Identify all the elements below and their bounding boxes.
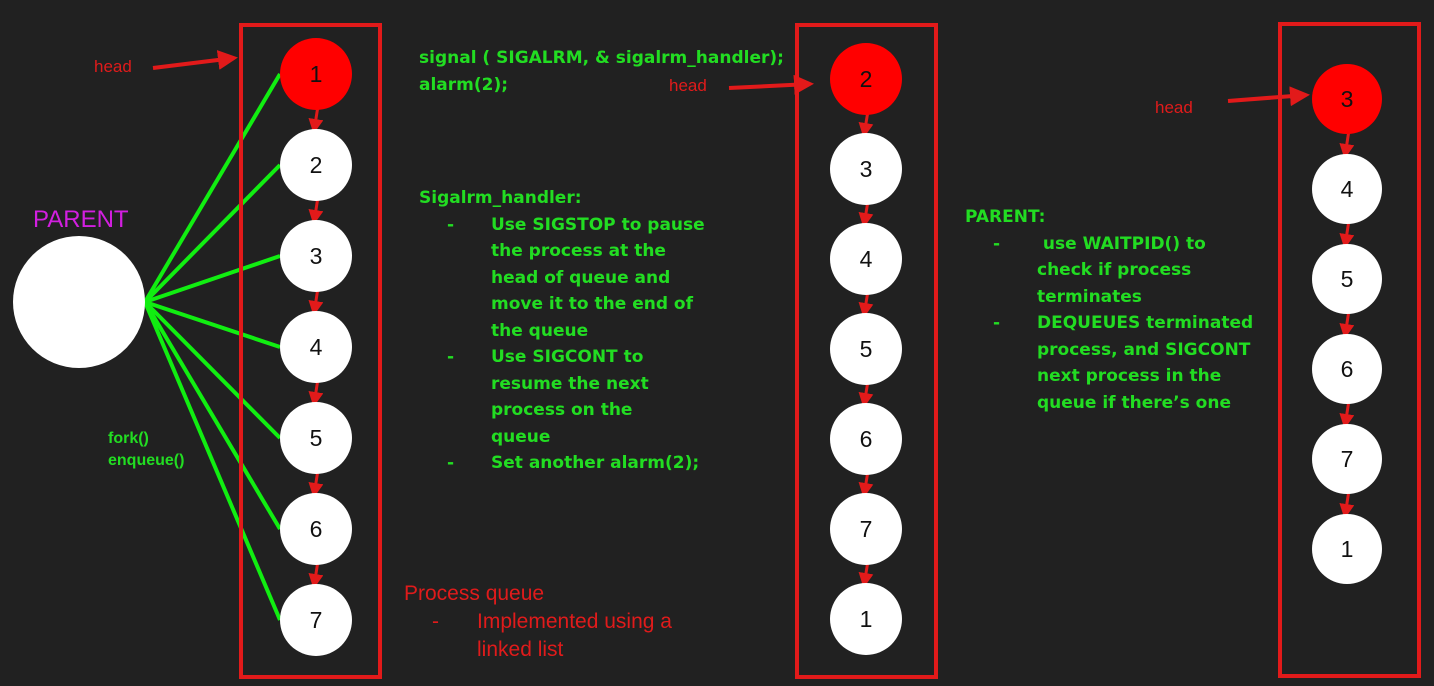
- parent-note: PARENT: - use WAITPID() to check if proc…: [965, 204, 1265, 416]
- enqueue-label: enqueue(): [108, 452, 185, 469]
- process-node: [280, 584, 352, 656]
- head-process-node: [280, 38, 352, 110]
- process-node-label: 6: [1341, 356, 1354, 382]
- process-queue-item: - Implemented using a linked list: [432, 610, 672, 661]
- next-pointer-arrow: [1339, 489, 1355, 519]
- process-node-label: 5: [1341, 266, 1354, 292]
- next-pointer-arrow: [308, 560, 324, 589]
- process-node-label: 7: [310, 607, 323, 633]
- parent-label: PARENT: [33, 206, 129, 233]
- handler-note-list: - Use SIGSTOP to pause the process at th…: [419, 212, 729, 477]
- process-node-label: 5: [860, 336, 873, 362]
- next-pointer-arrow: [858, 470, 874, 498]
- parent-note-item: - use WAITPID() to check if process term…: [993, 233, 1212, 307]
- process-node: [280, 311, 352, 383]
- head-label-1: head: [94, 57, 132, 76]
- process-node-label: 5: [310, 425, 323, 451]
- next-pointer-arrow: [858, 290, 874, 318]
- next-pointer-arrow: [1339, 219, 1355, 249]
- next-pointer-arrow: [1339, 399, 1355, 429]
- process-node: [1312, 154, 1382, 224]
- signal-code: signal ( SIGALRM, & sigalrm_handler); al…: [419, 45, 784, 98]
- fork-edge: [143, 163, 282, 304]
- next-pointer-arrow: [858, 200, 874, 228]
- head-arrow: [1227, 86, 1310, 107]
- process-node: [280, 493, 352, 565]
- process-node-label: 1: [1341, 536, 1354, 562]
- fork-enqueue-label: fork() enqueue(): [108, 428, 184, 472]
- signal-call: signal ( SIGALRM, & sigalrm_handler);: [419, 48, 784, 68]
- fork-edge: [143, 301, 282, 621]
- fork-edge: [143, 300, 282, 440]
- fork-edge: [143, 72, 282, 304]
- parent-node: [13, 236, 145, 368]
- process-node-label: 4: [310, 334, 323, 360]
- process-node: [830, 313, 902, 385]
- queue-box: [1278, 22, 1421, 678]
- process-node-label: 1: [860, 606, 873, 632]
- queue-box: [795, 23, 938, 679]
- process-node-label: 3: [860, 156, 873, 182]
- head-arrow: [152, 50, 238, 70]
- process-node-label: 6: [310, 516, 323, 542]
- next-pointer-arrow: [308, 287, 324, 316]
- fork-edge: [144, 254, 281, 304]
- fork-edge: [144, 300, 281, 349]
- process-node: [830, 583, 902, 655]
- process-node: [830, 223, 902, 295]
- process-node: [280, 129, 352, 201]
- process-node-label: 3: [1341, 86, 1354, 112]
- process-node-label: 7: [1341, 446, 1354, 472]
- process-node-label: 4: [860, 246, 873, 272]
- handler-note-item: - Use SIGCONT to resume the next process…: [447, 347, 649, 447]
- parent-note-item: - DEQUEUES terminated process, and SIGCO…: [993, 313, 1254, 413]
- handler-note-title: Sigalrm_handler:: [419, 188, 582, 208]
- process-node: [1312, 514, 1382, 584]
- parent-note-list: - use WAITPID() to check if process term…: [965, 231, 1265, 417]
- process-node-label: 7: [860, 516, 873, 542]
- process-node: [280, 402, 352, 474]
- process-node-label: 3: [310, 243, 323, 269]
- alarm-call: alarm(2);: [419, 74, 509, 95]
- head-label-3: head: [1155, 98, 1193, 117]
- process-queue-note: Process queue - Implemented using a link…: [404, 580, 704, 664]
- fork-edge: [143, 300, 282, 531]
- handler-note: Sigalrm_handler: - Use SIGSTOP to pause …: [419, 185, 729, 477]
- fork-label: fork(): [108, 430, 149, 447]
- next-pointer-arrow: [1339, 129, 1355, 159]
- next-pointer-arrow: [1339, 309, 1355, 339]
- handler-note-item: - Use SIGSTOP to pause the process at th…: [447, 214, 705, 341]
- process-node: [830, 403, 902, 475]
- process-node: [1312, 334, 1382, 404]
- next-pointer-arrow: [308, 469, 324, 498]
- handler-note-item: - Set another alarm(2);: [447, 453, 700, 473]
- head-process-node: [830, 43, 902, 115]
- process-node: [1312, 424, 1382, 494]
- head-label-2: head: [669, 76, 707, 95]
- process-node: [280, 220, 352, 292]
- next-pointer-arrow: [308, 378, 324, 407]
- process-node-label: 2: [860, 66, 873, 92]
- parent-note-title: PARENT:: [965, 207, 1046, 227]
- process-node-label: 1: [310, 61, 323, 87]
- process-node: [830, 133, 902, 205]
- next-pointer-arrow: [858, 380, 874, 408]
- process-queue-title: Process queue: [404, 582, 545, 605]
- next-pointer-arrow: [308, 196, 324, 225]
- next-pointer-arrow: [858, 560, 874, 588]
- process-node: [830, 493, 902, 565]
- process-node: [1312, 244, 1382, 314]
- head-process-node: [1312, 64, 1382, 134]
- process-node-label: 6: [860, 426, 873, 452]
- next-pointer-arrow: [308, 105, 324, 134]
- next-pointer-arrow: [858, 110, 874, 138]
- process-node-label: 4: [1341, 176, 1354, 202]
- process-node-label: 2: [310, 152, 323, 178]
- head-arrow: [728, 74, 814, 95]
- process-queue-list: - Implemented using a linked list: [404, 608, 704, 664]
- queue-box: [239, 23, 382, 679]
